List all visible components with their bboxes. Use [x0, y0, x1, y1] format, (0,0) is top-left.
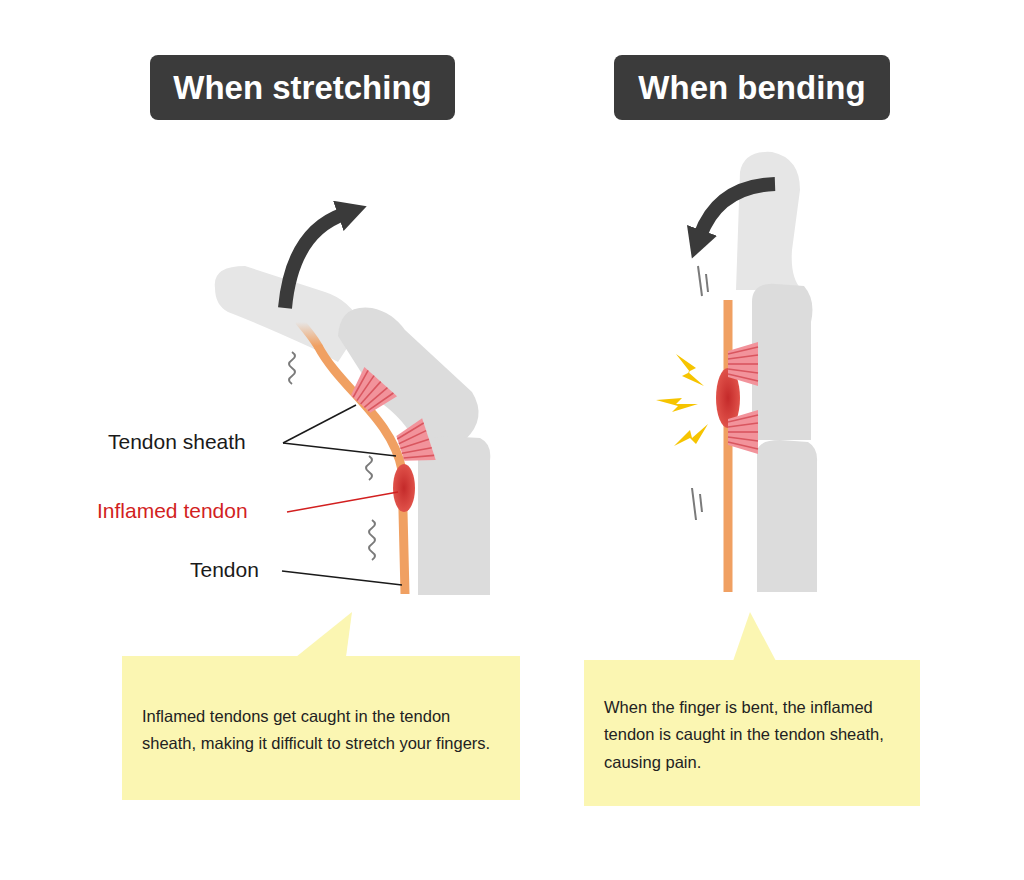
callout-shapes [122, 612, 920, 806]
callout-box: When the finger is bent, the inflamed te… [584, 660, 920, 806]
node-text: When bending [638, 69, 865, 107]
node-text: When the finger is bent, the inflamed te… [604, 694, 902, 776]
part-label: Inflamed tendon [97, 499, 248, 523]
bent-finger [215, 214, 491, 595]
straight-finger [656, 152, 817, 592]
part-label: Tendon sheath [108, 430, 246, 454]
heading-box: When bending [614, 55, 890, 120]
node-text: When stretching [173, 69, 432, 107]
callout-box: Inflamed tendons get caught in the tendo… [122, 656, 520, 800]
heading-box: When stretching [150, 55, 455, 120]
leader-lines [282, 405, 402, 585]
part-label: Tendon [190, 558, 259, 582]
node-text: Inflamed tendons get caught in the tendo… [142, 703, 502, 757]
